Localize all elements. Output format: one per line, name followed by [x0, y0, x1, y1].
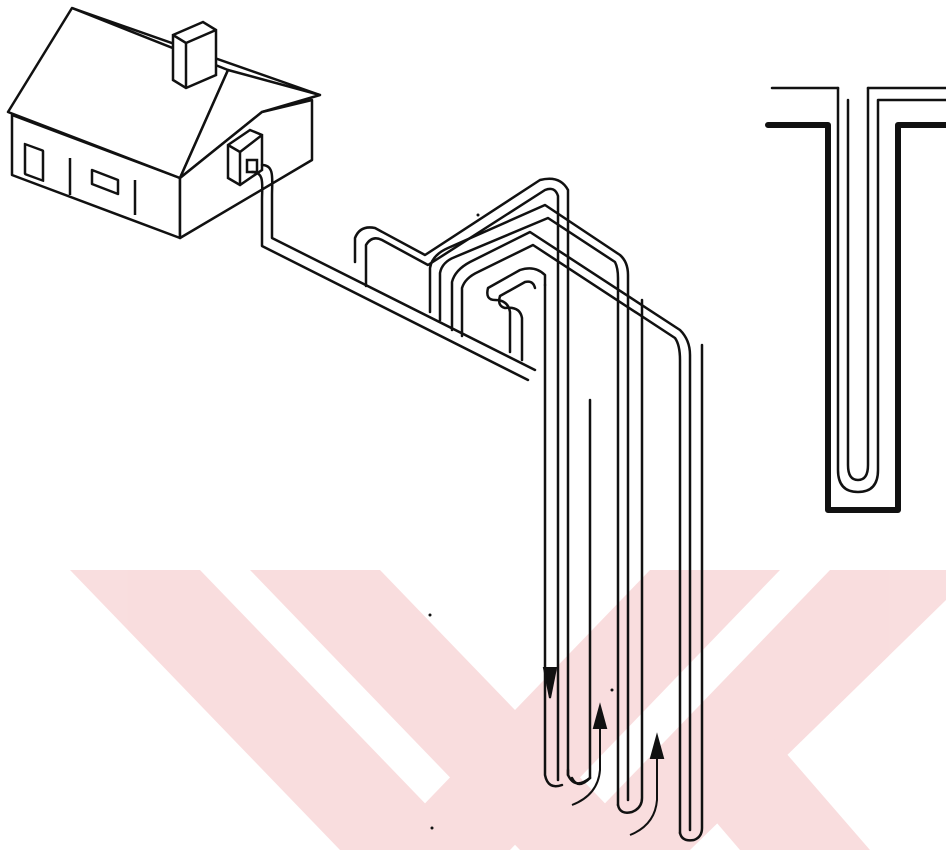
borehole-cross-section-icon [768, 88, 946, 510]
chimney-icon [173, 22, 216, 88]
watermark-logo [70, 570, 946, 850]
supply-return-header-pipes [252, 165, 535, 380]
